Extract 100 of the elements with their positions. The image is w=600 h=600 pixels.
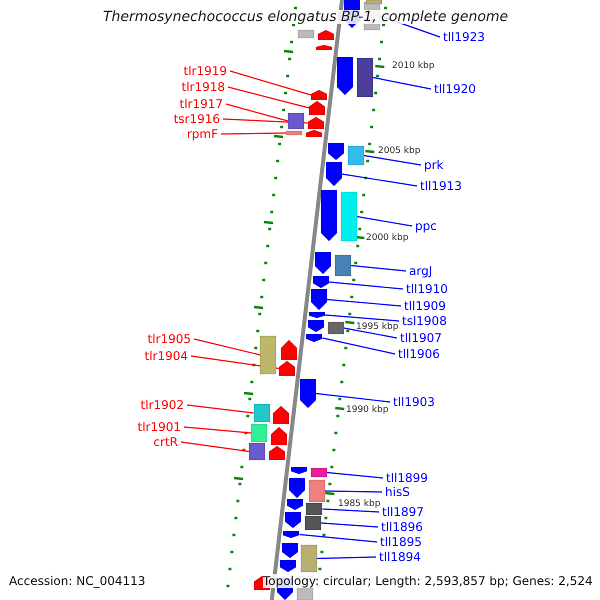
gene-pentagon (316, 45, 332, 50)
gene-box (310, 468, 327, 477)
gene-label: rpmF (186, 127, 218, 141)
gene-label: argJ (409, 264, 432, 278)
gene-label: tll1906 (398, 347, 440, 361)
gene-label: tlr1904 (144, 349, 188, 363)
gene-label: tlr1919 (183, 64, 227, 78)
gene-box (254, 404, 270, 422)
gene-label: tll1907 (400, 331, 442, 345)
leader-line (324, 490, 382, 493)
leader-line (342, 173, 418, 187)
leader-line (328, 281, 404, 290)
gene-pentagon (290, 467, 307, 474)
leader-line (326, 472, 384, 479)
gene-label: hisS (385, 485, 410, 499)
gene-label: tll1920 (434, 82, 476, 96)
gene-pentagon (285, 512, 302, 528)
leader-line (372, 76, 432, 90)
leader-line (344, 327, 398, 339)
leader-line (299, 534, 378, 543)
gene-pentagon (286, 499, 303, 510)
scale-label: 1995 kbp (356, 321, 398, 334)
gene-label: tll1897 (382, 505, 424, 519)
leader-line (180, 441, 250, 452)
leader-line (364, 154, 422, 166)
gene-pentagon (308, 320, 324, 332)
leader-line (184, 426, 252, 434)
gene-box (334, 255, 351, 276)
gene-pentagon (282, 543, 298, 558)
gene-pentagon (308, 117, 324, 129)
leader-line (222, 118, 308, 124)
scale-label: 1990 kbp (346, 404, 388, 417)
gene-pentagon (309, 101, 326, 115)
gene-label: tsl1908 (402, 314, 447, 328)
gene-pentagon (326, 162, 342, 186)
leader-line (186, 404, 254, 414)
leader-line (316, 392, 390, 403)
gene-pentagon (278, 361, 295, 376)
gene-box (249, 443, 266, 460)
gene-label: tll1903 (393, 395, 435, 409)
gene-label: tll1896 (381, 520, 423, 534)
gene-pentagon (288, 478, 305, 498)
gene-box (340, 192, 357, 241)
leader-line (226, 103, 288, 122)
gene-label: tlr1917 (179, 97, 223, 111)
gene-label: tll1923 (443, 30, 485, 44)
gene-pentagon (273, 406, 290, 424)
leader-line (325, 314, 400, 322)
accession-note: Accession: NC_004113 (9, 574, 146, 588)
gene-box (288, 113, 304, 129)
gene-label: tsr1916 (174, 112, 220, 126)
leader-line (230, 70, 312, 96)
leader-line (356, 216, 412, 227)
gene-box (348, 146, 364, 165)
gene-pentagon (315, 252, 332, 274)
gene-box (366, 0, 382, 4)
gene-box (251, 424, 268, 442)
scale-label: 2005 kbp (378, 145, 420, 158)
gene-pentagon (270, 427, 287, 445)
leader-line (316, 556, 376, 560)
gene-box (356, 58, 373, 97)
scale-label: 2000 kbp (366, 232, 408, 245)
gene-box (308, 480, 325, 502)
leader-line (322, 337, 396, 355)
gene-box (300, 545, 317, 572)
gene-label: crtR (153, 435, 178, 449)
gene-label: prk (424, 158, 444, 172)
gene-label: tll1909 (404, 299, 446, 313)
gene-label: tll1913 (420, 179, 462, 193)
leader-line (194, 338, 261, 356)
gene-pentagon (310, 90, 327, 100)
gene-box (286, 131, 302, 135)
gene-pentagon (337, 57, 354, 95)
gene-label: tlr1918 (181, 80, 225, 94)
gene-box (260, 336, 276, 374)
gene-pentagon (300, 379, 316, 408)
gene-label: tll1910 (406, 282, 448, 296)
gene-pentagon (328, 143, 344, 160)
gene-pentagon (281, 340, 298, 360)
gene-label: ppc (415, 219, 437, 233)
leader-line (326, 298, 402, 307)
gene-box (306, 503, 322, 515)
genome-summary: Topology: circular; Length: 2,593,857 bp; Genes: 2,524 (263, 574, 593, 588)
leader-line (320, 522, 378, 528)
title: Thermosynechococcus elongatus BP-1, complete genome (103, 10, 508, 24)
gene-pentagon (280, 560, 296, 572)
gene-pentagon (320, 190, 337, 241)
gene-label: tll1895 (380, 535, 422, 549)
gene-box (298, 30, 314, 38)
gene-label: tlr1901 (137, 420, 181, 434)
scale-label: 2010 kbp (392, 60, 434, 73)
scale-label: 1985 kbp (338, 498, 380, 511)
gene-pentagon (306, 130, 322, 137)
leader-line (228, 86, 310, 109)
gene-pentagon (283, 531, 300, 538)
gene-box (304, 516, 321, 530)
gene-label: tll1899 (386, 471, 428, 485)
gene-label: tlr1905 (147, 332, 191, 346)
gene-box (328, 322, 344, 334)
gene-label: tlr1902 (140, 398, 184, 412)
